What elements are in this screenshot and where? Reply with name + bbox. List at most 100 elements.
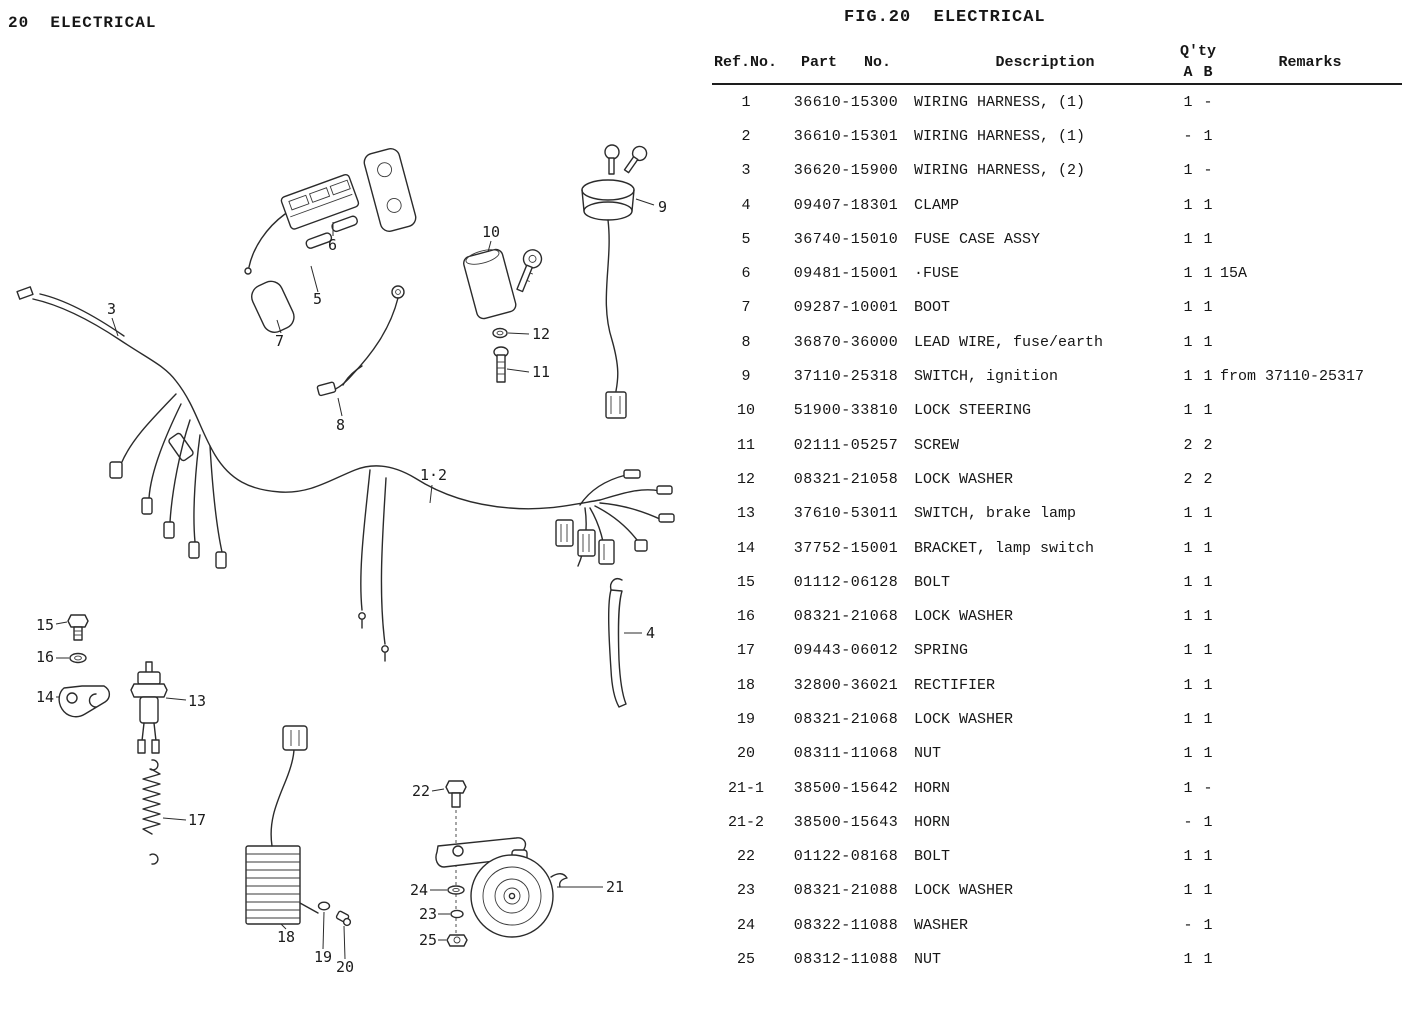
ref-no-cell: 6: [741, 265, 751, 283]
description-cell: LOCK STEERING: [914, 402, 1032, 420]
part-no-cell: 08321-21068: [793, 710, 899, 728]
ref-no-cell: 4: [741, 196, 751, 214]
remarks-cell: [1218, 497, 1402, 531]
callout-7-label: 7: [275, 332, 284, 350]
qty-a-cell: 1: [1183, 505, 1193, 523]
qty-a-cell: 1: [1183, 745, 1193, 763]
qty-a-cell: 2: [1183, 436, 1193, 454]
remarks-cell: [1218, 84, 1402, 119]
qty-b-cell: 1: [1203, 505, 1213, 523]
remarks-cell: [1218, 805, 1402, 839]
qty-b-cell: 1: [1203, 916, 1213, 934]
callout-14-label: 14: [36, 688, 54, 706]
ref-no-cell: 18: [736, 676, 755, 694]
clamp-drawing: [607, 578, 642, 708]
qty-a-cell: -: [1183, 916, 1193, 934]
description-cell: RECTIFIER: [914, 676, 996, 694]
qty-a-cell: 1: [1183, 265, 1193, 283]
remarks-cell: from 37110-25317: [1220, 368, 1365, 386]
table-row: 15 01112-06128 BOLT 1 1: [712, 565, 1402, 599]
qty-b-cell: 1: [1203, 710, 1213, 728]
callout-6-label: 6: [328, 236, 337, 254]
remarks-cell: [1218, 188, 1402, 222]
parts-table-header: Ref.No. Part No. Description Q'ty Remark…: [712, 41, 1402, 84]
description-cell: BOLT: [914, 848, 951, 866]
part-no-cell: 36610-15301: [793, 127, 899, 145]
callout-24-label: 24: [410, 881, 428, 899]
header-part-no: Part No.: [800, 53, 891, 71]
description-cell: CLAMP: [914, 196, 960, 214]
qty-a-cell: 1: [1183, 230, 1193, 248]
qty-a-cell: 1: [1183, 676, 1193, 694]
table-row: 7 09287-10001 BOOT 1 1: [712, 291, 1402, 325]
table-row: 2 36610-15301 WIRING HARNESS, (1) - 1: [712, 119, 1402, 153]
qty-a-cell: 1: [1183, 951, 1193, 969]
table-row: 24 08322-11088 WASHER - 1: [712, 908, 1402, 942]
ref-no-cell: 11: [736, 436, 755, 454]
description-cell: SWITCH, brake lamp: [914, 505, 1077, 523]
table-row: 22 01122-08168 BOLT 1 1: [712, 840, 1402, 874]
ref-no-cell: 9: [741, 368, 751, 386]
description-cell: WIRING HARNESS, (2): [914, 162, 1086, 180]
remarks-cell: [1218, 599, 1402, 633]
ref-no-cell: 12: [736, 470, 755, 488]
qty-a-cell: 1: [1183, 882, 1193, 900]
ref-no-cell: 25: [736, 951, 755, 969]
qty-b-cell: 1: [1203, 642, 1213, 660]
part-no-cell: 32800-36021: [793, 676, 899, 694]
remarks-cell: [1218, 874, 1402, 908]
ignition-switch-drawing: [581, 144, 655, 419]
remarks-cell: [1218, 394, 1402, 428]
lead-wire-drawing: [316, 285, 405, 417]
part-no-cell: 37610-53011: [793, 505, 899, 523]
parts-table-body: 1 36610-15300 WIRING HARNESS, (1) 1 - 2 …: [712, 84, 1402, 977]
qty-b-cell: 1: [1203, 882, 1213, 900]
remarks-cell: [1218, 565, 1402, 599]
table-row: 21-2 38500-15643 HORN - 1: [712, 805, 1402, 839]
callout-9-label: 9: [658, 198, 667, 216]
parts-table: Ref.No. Part No. Description Q'ty Remark…: [712, 41, 1402, 977]
wiring-harness-drawing: [16, 286, 675, 662]
steering-lock-drawing: [463, 240, 543, 383]
qty-a-cell: 1: [1183, 196, 1193, 214]
ref-no-cell: 21-1: [727, 779, 764, 797]
description-cell: LEAD WIRE, fuse/earth: [914, 333, 1104, 351]
ref-no-cell: 7: [741, 299, 751, 317]
table-row: 10 51900-33810 LOCK STEERING 1 1: [712, 394, 1402, 428]
part-no-cell: 08311-11068: [793, 745, 899, 763]
description-cell: SPRING: [914, 642, 969, 660]
ref-no-cell: 16: [736, 608, 755, 626]
callout-13-label: 13: [188, 692, 206, 710]
remarks-cell: [1218, 154, 1402, 188]
callout-17-label: 17: [188, 811, 206, 829]
figure-title: FIG.20 ELECTRICAL: [844, 8, 1046, 27]
callout-1-2-label: 1·2: [420, 466, 447, 484]
part-no-cell: 37110-25318: [793, 368, 899, 386]
remarks-cell: [1218, 634, 1402, 668]
qty-b-cell: 1: [1203, 745, 1213, 763]
table-row: 14 37752-15001 BRACKET, lamp switch 1 1: [712, 531, 1402, 565]
table-row: 21-1 38500-15642 HORN 1 -: [712, 771, 1402, 805]
qty-a-cell: 1: [1183, 779, 1193, 797]
table-row: 8 36870-36000 LEAD WIRE, fuse/earth 1 1: [712, 325, 1402, 359]
rectifier-drawing: [245, 725, 352, 960]
part-no-cell: 08321-21058: [793, 470, 899, 488]
qty-b-cell: 1: [1203, 676, 1213, 694]
qty-a-cell: 1: [1183, 848, 1193, 866]
part-no-cell: 08321-21068: [793, 608, 899, 626]
remarks-cell: [1218, 325, 1402, 359]
remarks-cell: [1218, 908, 1402, 942]
qty-a-cell: 1: [1183, 162, 1193, 180]
part-no-cell: 38500-15642: [793, 779, 899, 797]
description-cell: ·FUSE: [914, 265, 960, 283]
remarks-cell: [1218, 942, 1402, 976]
callout-22-label: 22: [412, 782, 430, 800]
ref-no-cell: 23: [736, 882, 755, 900]
description-cell: HORN: [914, 779, 951, 797]
qty-b-cell: 1: [1203, 333, 1213, 351]
ref-no-cell: 15: [736, 573, 755, 591]
callout-4-label: 4: [646, 624, 655, 642]
part-no-cell: 08321-21088: [793, 882, 899, 900]
qty-a-cell: 1: [1183, 573, 1193, 591]
table-row: 5 36740-15010 FUSE CASE ASSY 1 1: [712, 222, 1402, 256]
